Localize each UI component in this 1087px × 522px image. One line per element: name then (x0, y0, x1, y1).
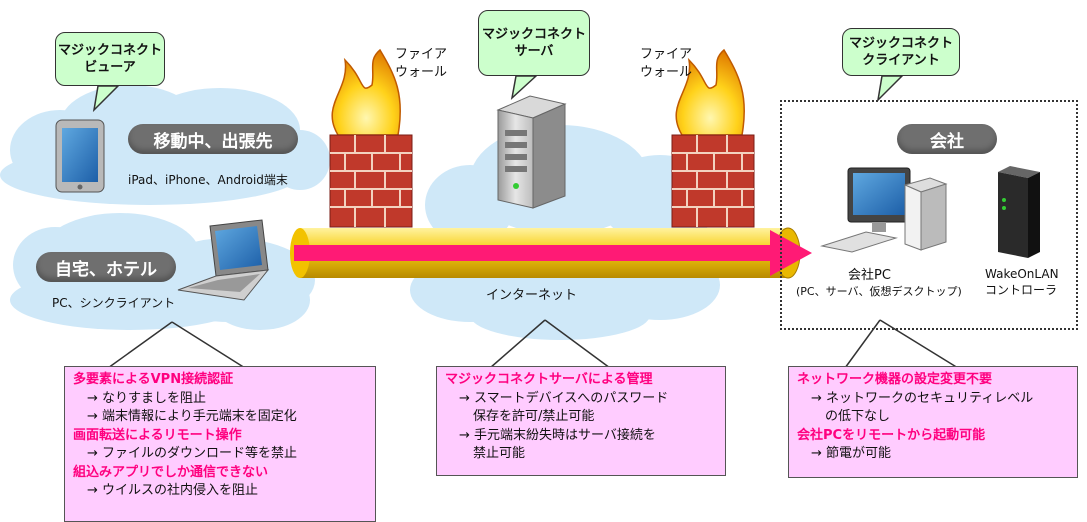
company-pc-sub-label: (PC、サーバ、仮想デスクトップ) (796, 285, 962, 298)
firewall-label-line1: ファイア (395, 47, 448, 62)
callout-tail (510, 75, 538, 101)
info-box-left: 多要素によるVPN接続認証 → なりすましを阻止 → 端末情報により手元端末を固… (64, 366, 376, 522)
callout-tail (92, 85, 120, 113)
home-devices-label: PC、シンクライアント (52, 296, 176, 310)
info-heading: マジックコネクトサーバによる管理 (445, 372, 653, 387)
company-pc-label: 会社PC (848, 268, 891, 283)
callout-server: マジックコネクト サーバ (478, 10, 590, 76)
info-item: → 端末情報により手元端末を固定化 (87, 409, 297, 424)
info-box-middle: マジックコネクトサーバによる管理 → スマートデバイスへのパスワード 保存を許可… (436, 366, 726, 476)
info-heading: 画面転送によるリモート操作 (73, 427, 242, 443)
location-company: 会社 (897, 124, 997, 154)
tablet-icon (55, 119, 105, 193)
info-heading: 多要素によるVPN接続認証 (73, 372, 234, 387)
info-item: の低下なし (825, 409, 891, 424)
firewall-icon (671, 48, 755, 228)
wol-label-line1: WakeOnLAN (985, 267, 1059, 281)
laptop-icon (177, 219, 270, 301)
firewall-label-right: ファイア ウォール (640, 46, 692, 82)
callout-server-line2: サーバ (514, 44, 554, 59)
info-heading: ネットワーク機器の設定変更不要 (797, 372, 993, 387)
wol-label: WakeOnLAN コントローラ (985, 266, 1059, 298)
callout-client-line1: マジックコネクト (848, 36, 953, 51)
info-box-right: ネットワーク機器の設定変更不要 → ネットワークのセキュリティレベル の低下なし… (788, 366, 1078, 478)
firewall-label-left: ファイア ウォール (395, 46, 447, 82)
desktop-pc-icon (820, 167, 948, 253)
location-mobile: 移動中、出張先 (128, 124, 298, 154)
wol-label-line2: コントローラ (985, 283, 1058, 297)
callout-tail (876, 75, 904, 103)
info-item: → スマートデバイスへのパスワード (459, 390, 669, 406)
company-boundary (780, 100, 1078, 330)
callout-client: マジックコネクト クライアント (842, 28, 960, 76)
info-item: → 手元端末紛失時はサーバ接続を (459, 427, 656, 443)
info-heading: 会社PCをリモートから起動可能 (797, 427, 986, 443)
location-home: 自宅、ホテル (36, 252, 176, 282)
info-item: → なりすましを阻止 (87, 390, 207, 406)
info-item: → ネットワークのセキュリティレベル (811, 390, 1034, 406)
info-heading: 組込みアプリでしか通信できない (73, 464, 269, 480)
firewall-label-line2: ウォール (640, 65, 693, 80)
internet-label: インターネット (486, 288, 578, 303)
info-item: → 節電が可能 (811, 446, 892, 461)
info-item: 禁止可能 (473, 446, 526, 461)
callout-viewer: マジックコネクト ビューア (55, 32, 165, 86)
server-icon (496, 95, 567, 209)
firewall-label-line2: ウォール (395, 65, 448, 80)
callout-viewer-line1: マジックコネクト (57, 43, 162, 58)
firewall-icon (329, 48, 413, 228)
callout-client-line2: クライアント (862, 53, 940, 68)
mobile-devices-label: iPad、iPhone、Android端末 (128, 173, 288, 187)
wol-device-icon (998, 166, 1040, 258)
callout-server-line1: マジックコネクト (481, 27, 586, 42)
info-item: 保存を許可/禁止可能 (473, 409, 595, 424)
firewall-label-line1: ファイア (640, 47, 693, 62)
info-item: → ファイルのダウンロード等を禁止 (87, 446, 298, 461)
info-item: → ウイルスの社内侵入を阻止 (87, 483, 259, 498)
callout-viewer-line2: ビューア (84, 60, 136, 75)
